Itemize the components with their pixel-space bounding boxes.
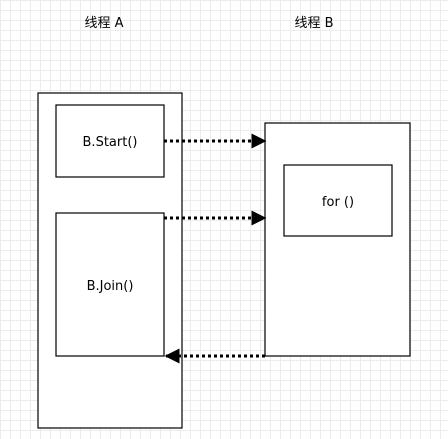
start-node[interactable] xyxy=(55,104,165,178)
loop-node-label: for () xyxy=(322,195,354,210)
start-node-label: B.Start() xyxy=(83,135,138,150)
loop-node[interactable] xyxy=(283,164,393,237)
join-node-label: B.Join() xyxy=(87,279,134,294)
thread-a-title: 线程 A xyxy=(84,16,123,31)
thread-b-container[interactable] xyxy=(264,122,411,357)
join-node[interactable] xyxy=(55,212,165,357)
thread-b-title: 线程 B xyxy=(294,16,333,31)
